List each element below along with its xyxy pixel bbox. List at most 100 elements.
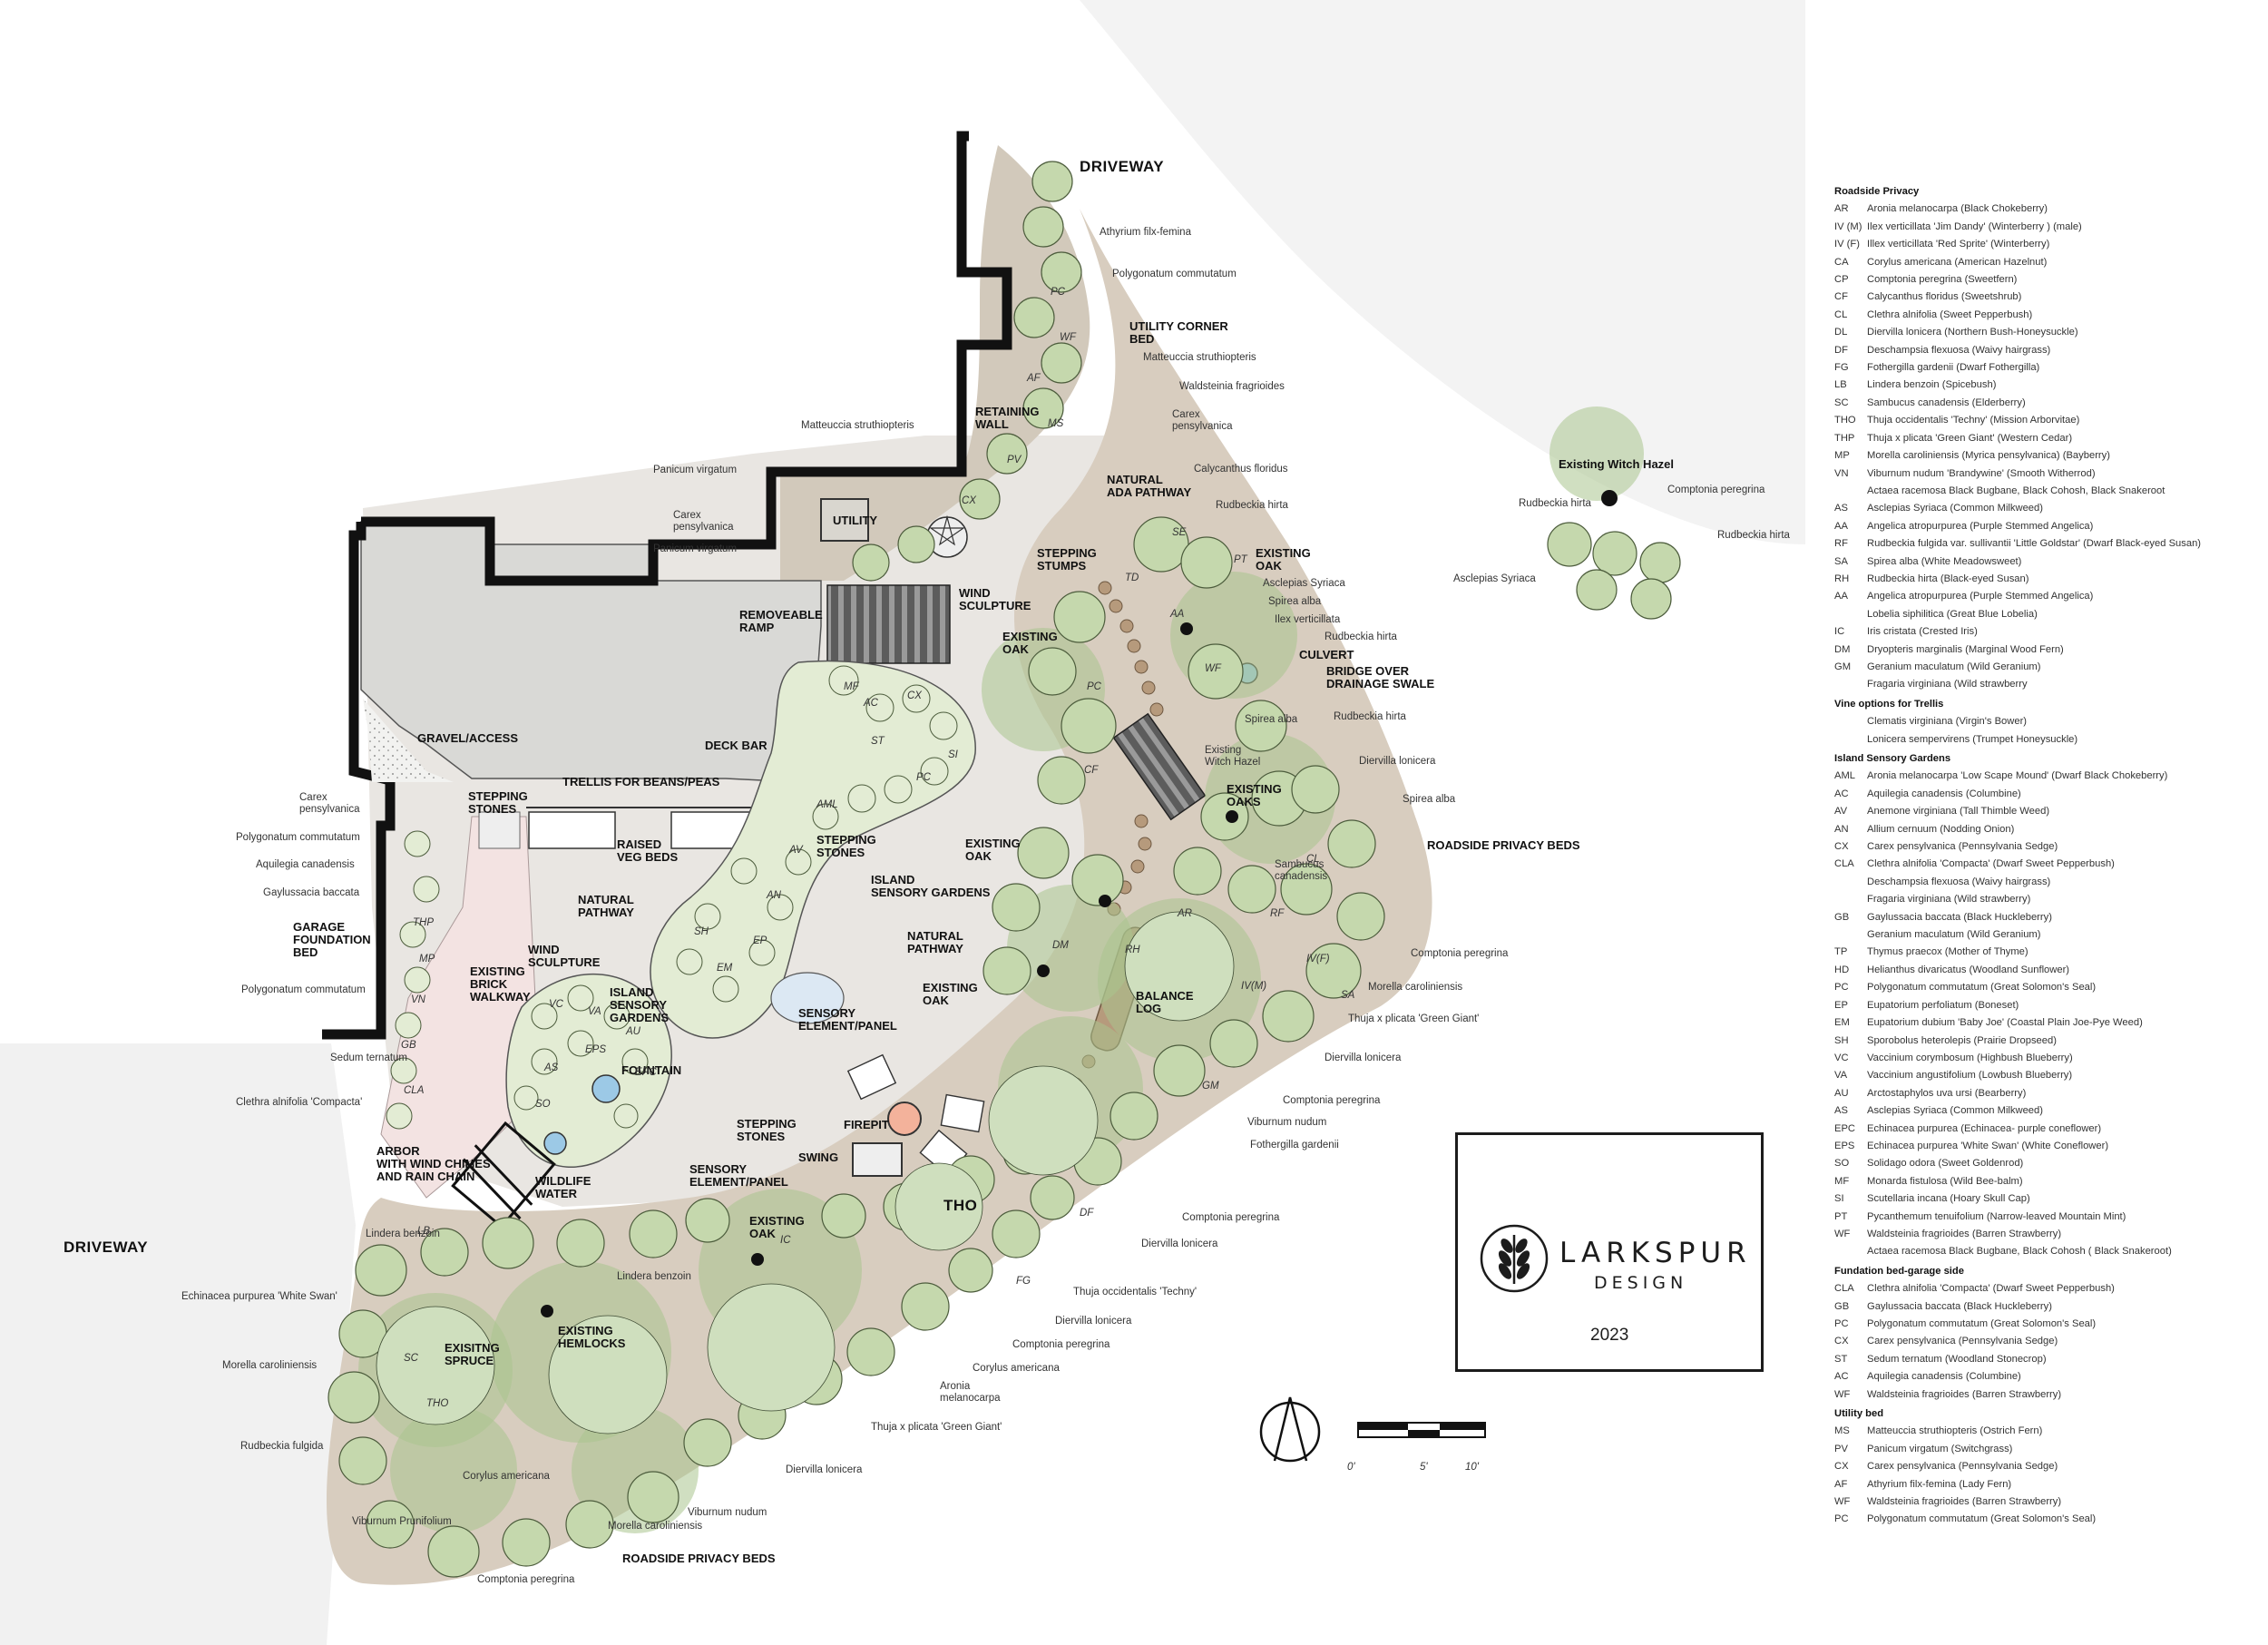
legend-plant-name: Vaccinium angustifolium (Lowbush Blueber…: [1867, 1070, 2073, 1082]
plant-label-thuja-2: Thuja x plicata 'Green Giant': [871, 1422, 1002, 1433]
plant-label-polygonatum-g1: Polygonatum commutatum: [236, 832, 360, 843]
legend-plant-name: Corylus americana (American Hazelnut): [1867, 256, 2048, 268]
legend-code: SO: [1834, 1158, 1850, 1170]
legend-code: GM: [1834, 661, 1852, 672]
legend-plant-name: Aronia melanocarpa 'Low Scape Mound' (Dw…: [1867, 770, 2168, 782]
bed-code: AS: [543, 1062, 559, 1073]
legend-row: Actaea racemosa Black Bugbane, Black Coh…: [1834, 1243, 2261, 1260]
scale-bar-icon: [1357, 1422, 1486, 1438]
legend-plant-name: Dryopteris marginalis (Marginal Wood Fer…: [1867, 643, 2064, 655]
legend-code: IC: [1834, 626, 1845, 638]
legend-code: PC: [1834, 982, 1849, 994]
plant-label-rudbeckia-wh2: Rudbeckia hirta: [1717, 530, 1791, 541]
fountain-icon: [591, 1074, 621, 1103]
bed-code: MS: [1048, 418, 1064, 429]
legend-plant-name: Clematis virginiana (Virgin's Bower): [1867, 716, 2028, 728]
retaining-wall-line: [956, 131, 969, 145]
bed-code: CLA: [404, 1085, 425, 1096]
plant-label-athyrium: Athyrium filx-femina: [1100, 227, 1192, 238]
fountain-label: FOUNTAIN: [621, 1063, 681, 1077]
north-arrow-icon: [1259, 1396, 1321, 1463]
legend-row: Lobelia siphilitica (Great Blue Lobelia): [1834, 606, 2261, 623]
legend-code: AA: [1834, 591, 1848, 602]
legend-plant-name: Allium cernuum (Nodding Onion): [1867, 823, 2015, 835]
sensory-element-pond: [770, 972, 845, 1024]
existing-tree-trunks: [541, 490, 1618, 1317]
legend-plant-name: Actaea racemosa Black Bugbane, Black Coh…: [1867, 485, 2165, 496]
legend-row: VN Viburnum nudum 'Brandywine' (Smooth Wi…: [1834, 465, 2261, 483]
legend-code: PC: [1834, 1513, 1849, 1525]
legend-row: Fragaria virginiana (Wild strawberry): [1834, 891, 2261, 908]
plant-label-viburnum-1: Viburnum nudum: [1247, 1117, 1326, 1128]
legend-plant-name: Carex pensylvanica (Pennsylvania Sedge): [1867, 1461, 2058, 1473]
legend-plant-name: Rudbeckia hirta (Black-eyed Susan): [1867, 573, 2029, 584]
legend-plant-name: Solidago odora (Sweet Goldenrod): [1867, 1158, 2024, 1170]
legend-plant-name: Eupatorium dubium 'Baby Joe' (Coastal Pl…: [1867, 1017, 2143, 1029]
legend-code: PT: [1834, 1210, 1848, 1222]
plant-label-spirea-1: Spirea alba: [1268, 596, 1322, 607]
legend-plant-name: Fragaria virginiana (Wild strawberry: [1867, 679, 2028, 690]
legend-code: CA: [1834, 256, 1849, 268]
legend-plant-name: Ilex verticillata 'Jim Dandy' (Winterber…: [1867, 220, 2082, 232]
bed-code: GM: [1202, 1081, 1219, 1092]
legend-plant-name: Viburnum nudum 'Brandywine' (Smooth With…: [1867, 467, 2096, 479]
bed-code: AML: [816, 799, 838, 810]
legend-code: IV (M): [1834, 220, 1862, 232]
legend-plant-name: Lonicera sempervirens (Trumpet Honeysuck…: [1867, 733, 2078, 745]
legend-code: LB: [1834, 379, 1847, 391]
plant-label-corylus-2: Corylus americana: [463, 1471, 550, 1482]
legend-plant-name: Monarda fistulosa (Wild Bee-balm): [1867, 1175, 2023, 1187]
legend-plant-name: Aronia melanocarpa (Black Chokeberry): [1867, 203, 2048, 215]
legend-code: THO: [1834, 415, 1856, 426]
legend-plant-name: Angelica atropurpurea (Purple Stemmed An…: [1867, 520, 2094, 532]
legend-plant-name: Asclepias Syriaca (Common Milkweed): [1867, 503, 2043, 514]
legend-plant-name: Helianthus divaricatus (Woodland Sunflow…: [1867, 964, 2070, 975]
trellis-label: TRELLIS FOR BEANS/PEAS: [562, 775, 720, 788]
legend-code: VN: [1834, 467, 1849, 479]
legend-plant-name: Panicum virgatum (Switchgrass): [1867, 1443, 2013, 1454]
legend-code: SA: [1834, 555, 1848, 567]
stepping-stone-deck: [478, 811, 521, 849]
legend-plant-name: Calycanthus floridus (Sweetshrub): [1867, 291, 2022, 303]
legend-plant-name: Polygonatum commutatum (Great Solomon's …: [1867, 1513, 2097, 1525]
legend-plant-name: Fothergilla gardenii (Dwarf Fothergilla): [1867, 362, 2040, 374]
legend-code: AV: [1834, 806, 1848, 818]
legend-plant-name: Deschampsia flexuosa (Waivy hairgrass): [1867, 344, 2051, 356]
bridge-icon: [1112, 712, 1207, 821]
legend-plant-name: Lobelia siphilitica (Great Blue Lobelia): [1867, 608, 2038, 620]
firepit-icon: [887, 1102, 922, 1136]
bed-code: RF: [1270, 908, 1285, 919]
bed-code: SO: [535, 1099, 551, 1110]
bed-code: DM: [1052, 940, 1069, 951]
legend-row: Deschampsia flexuosa (Waivy hairgrass): [1834, 874, 2261, 891]
plant-label-matteuccia-1: Matteuccia struthiopteris: [1143, 352, 1256, 363]
legend-row: IV (F)Illex verticillata 'Red Sprite' (W…: [1834, 236, 2261, 253]
gravel-access-area: [363, 699, 454, 782]
